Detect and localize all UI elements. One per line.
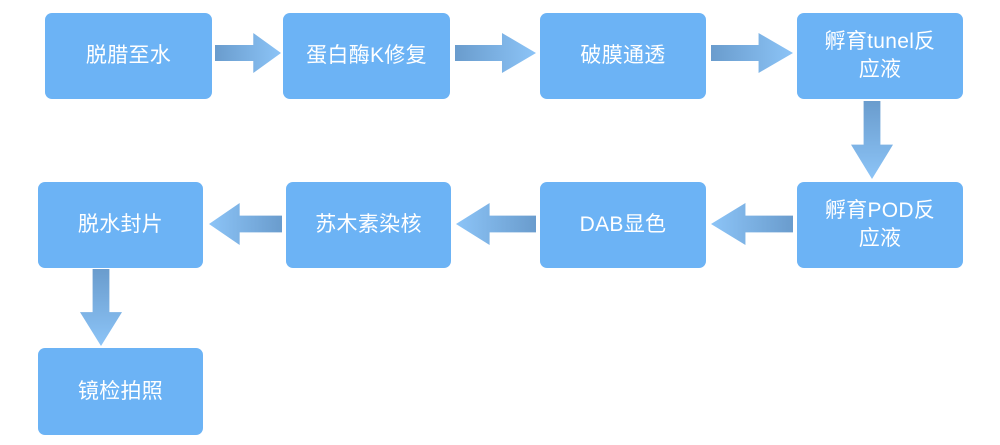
flow-node-n7[interactable]: 苏木素染核	[286, 182, 451, 268]
flow-node-n4[interactable]: 孵育tunel反 应液	[797, 13, 963, 99]
flow-node-n1[interactable]: 脱腊至水	[45, 13, 212, 99]
arrow-right-icon	[711, 33, 793, 73]
arrow-left-icon	[209, 203, 282, 245]
flow-node-n5[interactable]: 孵育POD反 应液	[797, 182, 963, 268]
arrow-left-icon	[456, 203, 536, 245]
flow-node-n8[interactable]: 脱水封片	[38, 182, 203, 268]
flow-node-label: 破膜通透	[580, 44, 666, 68]
arrow-right-icon	[455, 33, 536, 73]
arrow-left-icon	[711, 203, 793, 245]
flow-node-n9[interactable]: 镜检拍照	[38, 348, 203, 435]
flow-node-label: 蛋白酶K修复	[306, 44, 427, 68]
arrow-down-icon	[80, 269, 122, 346]
flow-node-n6[interactable]: DAB显色	[540, 182, 706, 268]
arrow-right-icon	[215, 33, 281, 73]
flow-node-label: 脱水封片	[77, 213, 164, 237]
flow-node-label: 苏木素染核	[315, 213, 422, 237]
flow-node-label: 孵育tunel反 应液	[824, 30, 936, 81]
flow-node-label: 镜检拍照	[77, 379, 164, 403]
flow-node-n2[interactable]: 蛋白酶K修复	[283, 13, 450, 99]
arrow-down-icon	[851, 101, 893, 179]
flow-node-label: DAB显色	[579, 213, 667, 237]
flow-node-label: 孵育POD反 应液	[824, 199, 936, 250]
flow-node-label: 脱腊至水	[85, 44, 172, 68]
flow-node-n3[interactable]: 破膜通透	[540, 13, 706, 99]
